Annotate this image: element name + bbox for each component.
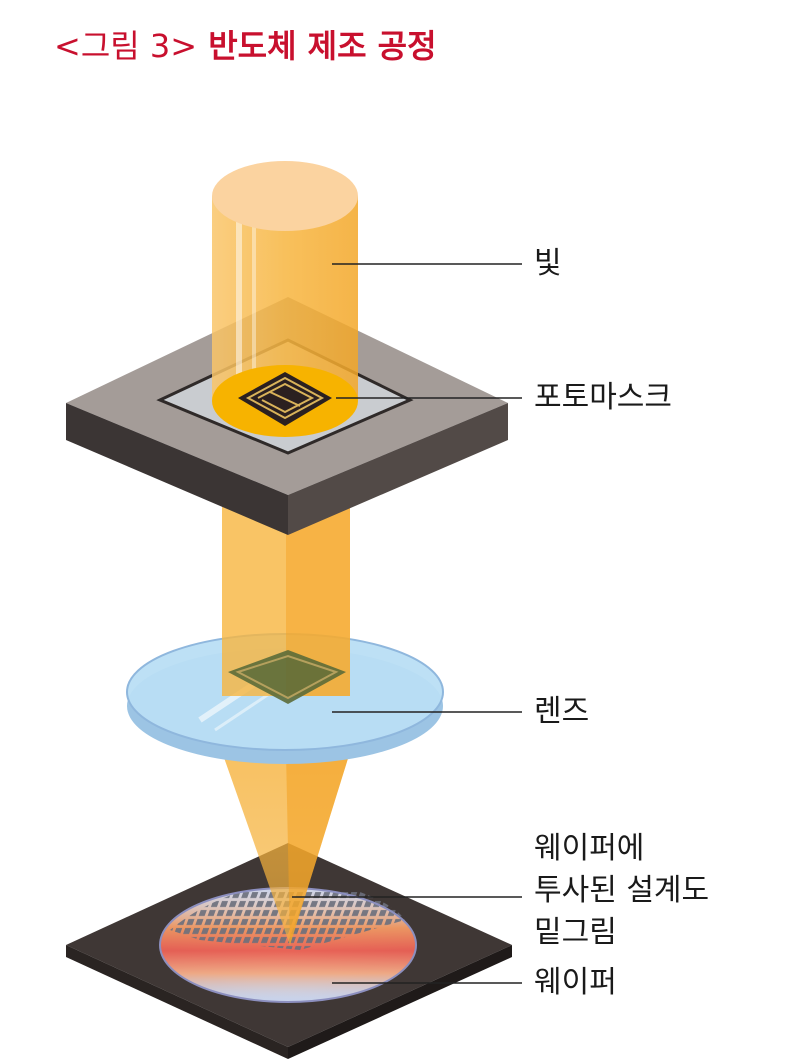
label-photomask: 포토마스크 [534,380,672,415]
figure-title-text: 반도체 제조 공정 [208,27,437,65]
leader-lines [292,263,522,984]
light-beam [212,161,358,437]
label-projected-pattern-line2: 투사된 설계도 [534,873,710,908]
label-light: 빛 [534,246,562,281]
figure-title: <그림 3> 반도체 제조 공정 [54,22,437,70]
label-projected-pattern-line1: 웨이퍼에 [534,831,645,866]
projected-pattern-on-lens [228,650,346,704]
mask-pattern [238,372,332,426]
label-projected-pattern-line3: 밑그림 [534,915,617,950]
figure-number: <그림 3> [54,27,198,65]
label-lens: 렌즈 [534,694,590,729]
label-wafer: 웨이퍼 [534,965,617,1000]
label-projected-pattern: 웨이퍼에 투사된 설계도 밑그림 [534,828,709,954]
